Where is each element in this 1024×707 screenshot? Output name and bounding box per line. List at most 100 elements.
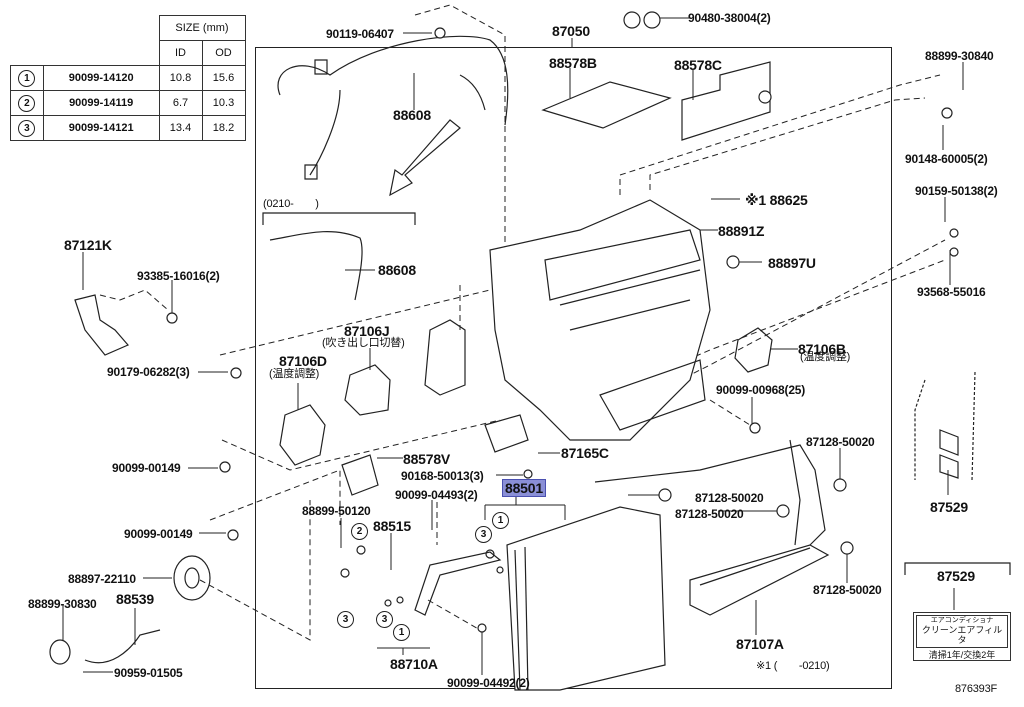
direction-arrow <box>389 119 461 197</box>
part-label-88897-22110[interactable]: 88897-22110 <box>68 572 136 586</box>
filter-label-bracket <box>904 562 1011 575</box>
part-label-90099-00149-b[interactable]: 90099-00149 <box>124 527 193 541</box>
part-label-87529-a[interactable]: 87529 <box>930 499 968 515</box>
oring-size-table: SIZE (mm) ID OD 1 90099-14120 10.8 15.6 … <box>10 15 246 141</box>
outer-diameter: 18.2 <box>201 115 246 141</box>
servo-87106B <box>734 327 773 373</box>
footnote-0210: ※1 ( -0210) <box>756 660 830 672</box>
part-label-93385-16016[interactable]: 93385-16016(2) <box>137 269 220 283</box>
part-label-90480-38004[interactable]: 90480-38004(2) <box>688 11 771 25</box>
wire-harness-88608-b <box>269 231 363 301</box>
ref-circle: 2 <box>18 94 36 112</box>
part-label-90179-06282[interactable]: 90179-06282(3) <box>107 365 190 379</box>
part-label-93568-55016[interactable]: 93568-55016 <box>917 285 986 299</box>
part-label-87128-50020-a[interactable]: 87128-50020 <box>806 435 875 449</box>
part-label-88578B[interactable]: 88578B <box>549 55 597 71</box>
diagram-id: 876393F <box>955 683 998 695</box>
part-number[interactable]: 90099-14121 <box>42 115 160 141</box>
vehicle-sketch <box>914 371 976 481</box>
part-label-88625[interactable]: ※1 88625 <box>745 192 808 208</box>
ref-circle: 3 <box>18 119 36 137</box>
part-label-88539[interactable]: 88539 <box>116 591 154 607</box>
filter-label-line1: エアコンディショナ <box>930 617 994 624</box>
ref-circle-1: 1 <box>492 512 509 529</box>
part-label-87106J[interactable]: 87106J <box>344 323 390 339</box>
part-note-87106D: (温度調整) <box>269 368 320 380</box>
ref-circle: 1 <box>18 69 36 87</box>
dashed-guides <box>99 4 946 641</box>
part-label-88501-selected[interactable]: 88501 <box>502 479 546 497</box>
part-label-87165C[interactable]: 87165C <box>561 445 609 461</box>
wire-harness-88608-a <box>277 35 509 180</box>
part-label-90119-06407[interactable]: 90119-06407 <box>326 27 394 41</box>
part-label-90959-01505[interactable]: 90959-01505 <box>114 666 183 680</box>
part-label-88515[interactable]: 88515 <box>373 518 411 534</box>
range-bracket <box>262 212 416 225</box>
heater-unit-87050 <box>424 199 711 441</box>
part-label-88891Z[interactable]: 88891Z <box>718 223 765 239</box>
outer-diameter: 15.6 <box>201 65 246 91</box>
part-label-88899-30830[interactable]: 88899-30830 <box>28 597 97 611</box>
part-label-90099-00149-a[interactable]: 90099-00149 <box>112 461 181 475</box>
table-row: 1 90099-14120 10.8 15.6 <box>10 65 246 91</box>
assembly-frame-87050 <box>255 47 892 689</box>
part-label-87529-b[interactable]: 87529 <box>937 568 975 584</box>
part-label-88578C[interactable]: 88578C <box>674 57 722 73</box>
range-note-0210: (0210- ) <box>263 198 319 210</box>
heater-core-87107A <box>689 544 830 616</box>
grommet-88897-22110 <box>173 555 211 601</box>
part-label-90168-50013[interactable]: 90168-50013(3) <box>401 469 484 483</box>
tube-88710A <box>414 551 502 616</box>
filter-label-line2: クリーンエアフィルタ <box>921 625 1003 646</box>
part-label-90148-60005[interactable]: 90148-60005(2) <box>905 152 988 166</box>
bolts <box>166 11 959 633</box>
ref-circle-3: 3 <box>337 611 354 628</box>
part-label-87106D[interactable]: 87106D <box>279 353 327 369</box>
part-label-90099-00968[interactable]: 90099-00968(25) <box>716 383 806 397</box>
evaporator-88501 <box>506 506 666 691</box>
bracket-87121K <box>74 294 129 356</box>
part-label-87107A[interactable]: 87107A <box>736 636 784 652</box>
part-label-87128-50020-b[interactable]: 87128-50020 <box>695 491 764 505</box>
part-label-90159-50138[interactable]: 90159-50138(2) <box>915 184 998 198</box>
part-label-88710A[interactable]: 88710A <box>390 656 438 672</box>
part-label-90099-04493[interactable]: 90099-04493(2) <box>395 488 478 502</box>
heater-pipe-2 <box>789 439 801 546</box>
cap-88899-30830 <box>49 639 71 665</box>
part-label-87128-50020-d[interactable]: 87128-50020 <box>813 583 882 597</box>
part-label-88578V[interactable]: 88578V <box>403 451 451 467</box>
inner-diameter: 13.4 <box>158 115 203 141</box>
filter-88578C <box>681 61 771 141</box>
part-note-87106J: (吹き出し口切替) <box>322 337 405 349</box>
drain-hose-88539 <box>84 629 161 664</box>
part-label-88899-30840[interactable]: 88899-30840 <box>925 49 994 63</box>
filter-caution-label: エアコンディショナ クリーンエアフィルタ 清掃1年/交換2年 <box>913 612 1011 662</box>
table-row: 3 90099-14121 13.4 18.2 <box>10 115 246 141</box>
servo-87106J <box>344 364 391 416</box>
part-label-88608[interactable]: 88608 <box>393 107 431 123</box>
servo-87165C <box>484 414 529 453</box>
part-label-87050[interactable]: 87050 <box>552 23 590 39</box>
size-header: SIZE (mm) <box>158 15 246 41</box>
servo-87106D <box>279 404 326 466</box>
part-label-88899-50120[interactable]: 88899-50120 <box>302 504 371 518</box>
part-label-88897U[interactable]: 88897U <box>768 255 816 271</box>
part-label-87106B[interactable]: 87106B <box>798 341 846 357</box>
table-row: 2 90099-14119 6.7 10.3 <box>10 90 246 116</box>
part-note-87106B: (温度調整) <box>800 351 851 363</box>
part-label-90099-04492[interactable]: 90099-04492(2) <box>447 676 530 690</box>
o-rings <box>340 545 504 607</box>
part-label-88608-b[interactable]: 88608 <box>378 262 416 278</box>
filter-label-line3: 清掃1年/交換2年 <box>928 649 996 660</box>
ref-circle-1: 1 <box>393 624 410 641</box>
part-number[interactable]: 90099-14120 <box>42 65 160 91</box>
ref-circle-3: 3 <box>475 526 492 543</box>
filter-88578B <box>541 81 672 129</box>
part-label-87128-50020-c[interactable]: 87128-50020 <box>675 507 744 521</box>
part-label-87121K[interactable]: 87121K <box>64 237 112 253</box>
ref-circle-3: 3 <box>376 611 393 628</box>
col-od: OD <box>201 40 246 66</box>
heater-pipe <box>594 444 826 546</box>
col-id: ID <box>158 40 203 66</box>
